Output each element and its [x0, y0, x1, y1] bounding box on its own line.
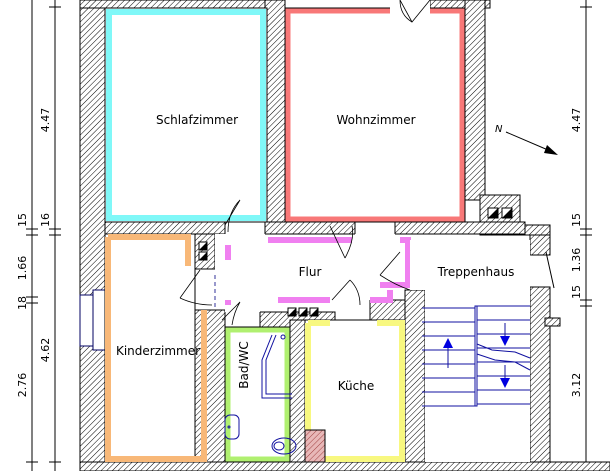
room-kinderzimmer: Kinderzimmer [104, 233, 207, 463]
room-flur: Flur [215, 234, 411, 312]
doors [179, 0, 431, 326]
svg-text:18: 18 [16, 296, 29, 310]
svg-text:Treppenhaus: Treppenhaus [437, 265, 515, 279]
room-wohnzimmer: Wohnzimmer [284, 0, 466, 223]
room-schlafzimmer: Schlafzimmer [104, 7, 268, 223]
svg-text:2.76: 2.76 [16, 373, 29, 398]
toilet-icon [271, 437, 297, 455]
svg-text:Kinderzimmer: Kinderzimmer [116, 344, 200, 358]
sink-icon [224, 414, 240, 440]
svg-text:15: 15 [16, 213, 29, 227]
dimension-lines-left [26, 0, 61, 471]
stairs-down-arrow-icon [500, 323, 510, 388]
svg-text:Wohnzimmer: Wohnzimmer [336, 113, 415, 127]
window-left [79, 289, 106, 351]
north-arrow-icon: N [495, 124, 558, 155]
svg-text:Flur: Flur [299, 265, 322, 279]
svg-text:4.47: 4.47 [570, 108, 583, 133]
ventilation-shafts [198, 207, 513, 317]
svg-text:N: N [495, 124, 503, 135]
svg-text:15: 15 [570, 213, 583, 227]
svg-text:1.66: 1.66 [16, 256, 29, 281]
dimension-labels: 4.47 15 16 1.66 18 4.62 2.76 4.47 15 1.3… [16, 108, 583, 398]
room-kueche: Küche [304, 319, 406, 463]
bathtub-icon [261, 334, 292, 399]
svg-text:1.36: 1.36 [570, 248, 583, 273]
svg-text:16: 16 [39, 213, 52, 227]
svg-text:Schlafzimmer: Schlafzimmer [156, 113, 238, 127]
svg-text:Küche: Küche [338, 379, 374, 393]
svg-text:4.47: 4.47 [39, 108, 52, 133]
svg-text:3.12: 3.12 [570, 373, 583, 398]
svg-text:Bad/WC: Bad/WC [237, 341, 251, 389]
stairs-up-arrow-icon [443, 338, 453, 368]
dimension-lines-right [580, 0, 592, 471]
svg-text:15: 15 [570, 285, 583, 299]
svg-text:4.62: 4.62 [39, 338, 52, 363]
